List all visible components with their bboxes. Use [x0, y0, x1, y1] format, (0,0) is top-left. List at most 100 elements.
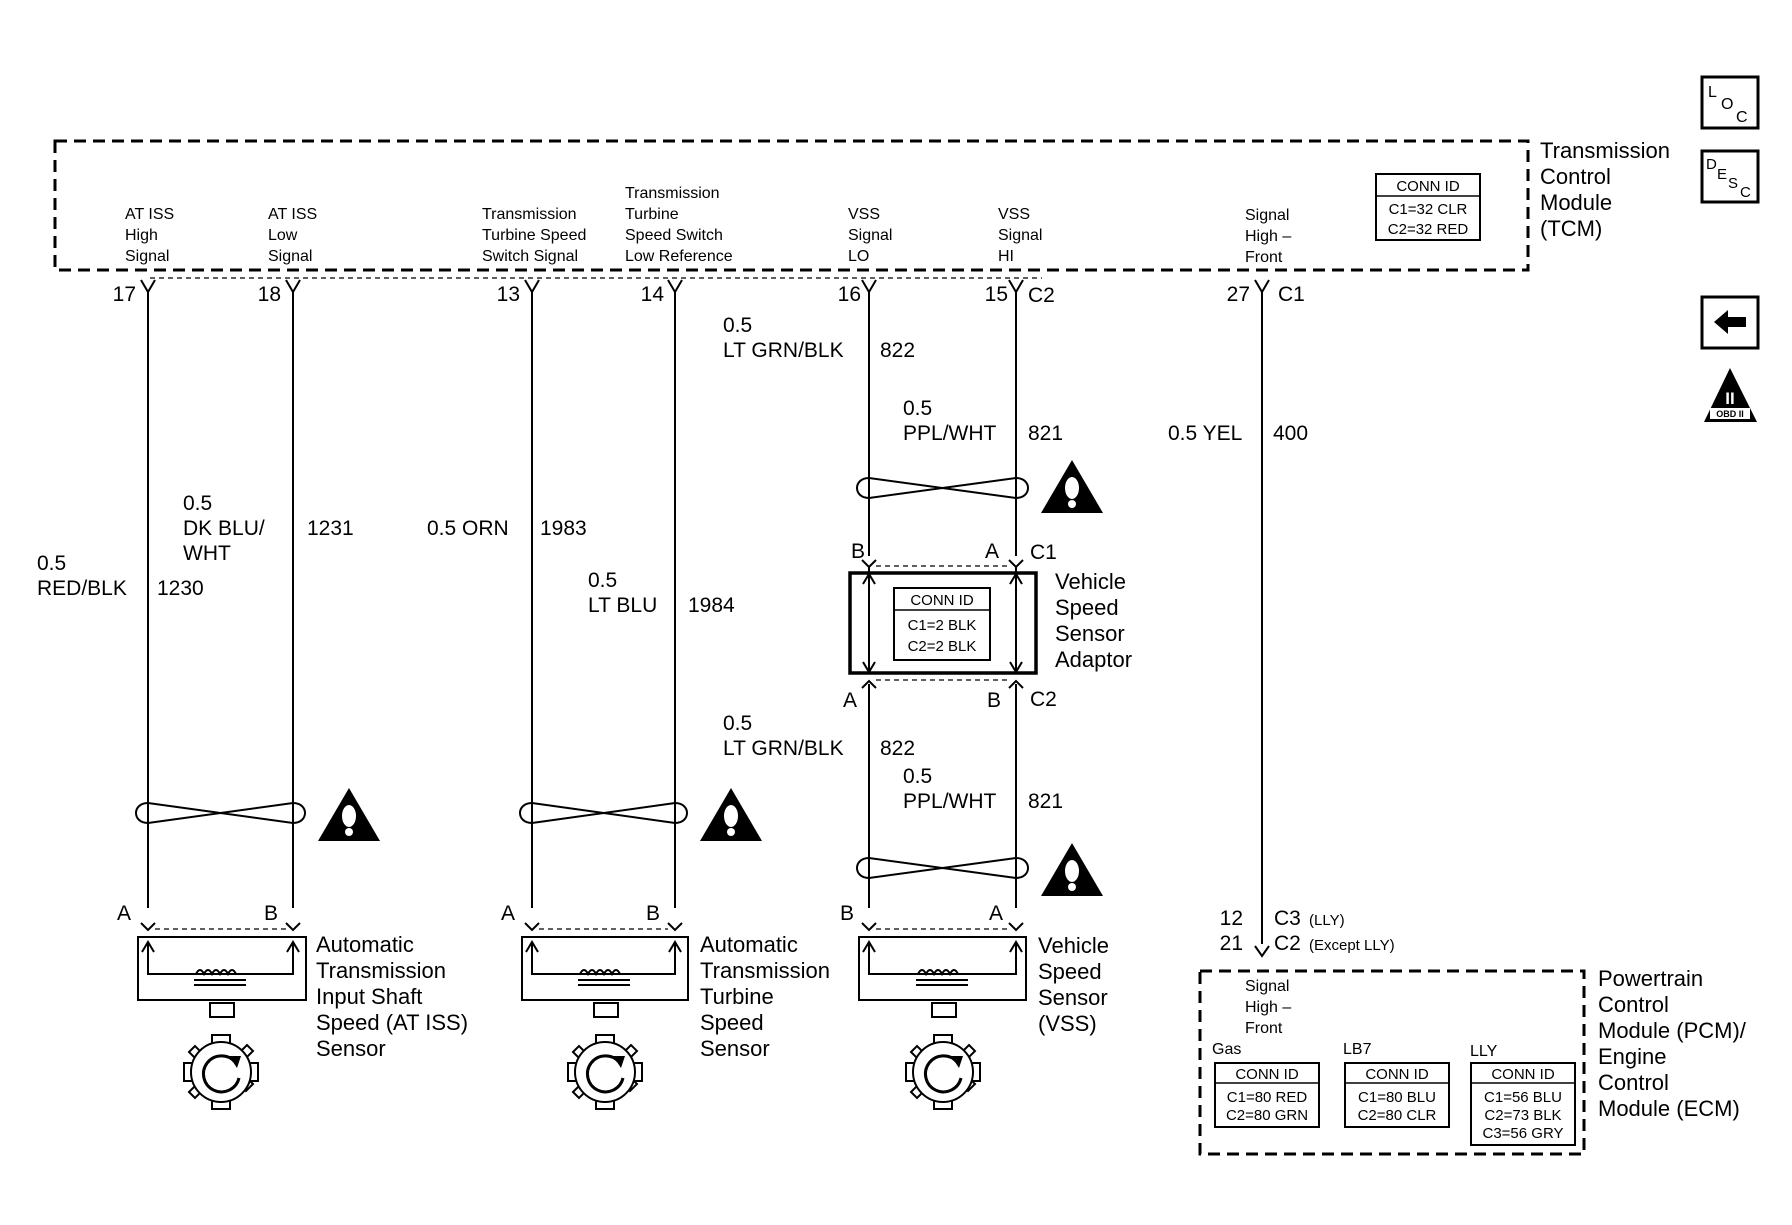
terminal-label: B [987, 689, 1001, 712]
twisted-pair [519, 801, 688, 825]
pin-number: 16 [838, 283, 861, 306]
title-line: Speed [1055, 595, 1119, 620]
wire-circuit: 822 [880, 737, 915, 760]
wire-gauge: 0.5 [183, 492, 212, 515]
icon-text: OBD II [1716, 409, 1744, 419]
connector-label: C1 [1030, 541, 1057, 564]
title-line: Automatic [700, 932, 798, 957]
tcm-title: Transmission Control Module (TCM) [1540, 138, 1670, 241]
wire-circuit: 821 [1028, 790, 1063, 813]
icon-letter: C [1740, 184, 1751, 201]
wire-color: LT GRN/BLK [723, 737, 844, 760]
conn-id-line: C2=80 GRN [1226, 1107, 1308, 1124]
signal-at-iss-high: AT ISS High Signal [125, 206, 174, 265]
wire-color: PPL/WHT [903, 422, 997, 445]
title-line: (VSS) [1038, 1011, 1097, 1036]
pin-terminal [1008, 279, 1024, 294]
signal-turbine-speed-switch: Transmission Turbine Speed Switch Signal [482, 206, 586, 265]
conn-id-label: LLY [1470, 1043, 1498, 1060]
conn-id-line: C1=56 BLU [1484, 1089, 1562, 1106]
vss-adaptor-conn-id: CONN ID C1=2 BLK C2=2 BLK [893, 587, 991, 661]
signal-label-line: Turbine Speed [482, 227, 586, 244]
pin-number: 14 [641, 283, 665, 306]
signal-label-line: AT ISS [268, 206, 317, 223]
wire-color: RED/BLK [37, 577, 127, 600]
tcm-signal-labels: AT ISS High Signal AT ISS Low Signal Tra… [125, 185, 1291, 266]
wire-color: LT BLU [588, 594, 657, 617]
pcm-conn-id-lb7: LB7 CONN ID C1=80 BLU C2=80 CLR [1343, 1041, 1450, 1128]
loc-icon[interactable]: L O C [1700, 75, 1760, 130]
conn-id-heading: CONN ID [1491, 1066, 1555, 1083]
terminal-label: B [264, 902, 278, 925]
pin-number: 13 [497, 283, 520, 306]
connector-note: (LLY) [1309, 912, 1345, 929]
connector-label: C2 [1030, 688, 1057, 711]
pin-terminal [285, 279, 301, 294]
tcm-conn-id-line: C2=32 RED [1388, 221, 1469, 238]
title-line: Module (ECM) [1598, 1096, 1740, 1121]
pcm-pins: 12 C3 (LLY) 21 C2 (Except LLY) [1220, 907, 1395, 955]
back-arrow-icon[interactable] [1700, 295, 1760, 350]
signal-high-front: Signal High – Front [1245, 207, 1291, 266]
twisted-pairs [135, 476, 1029, 880]
signal-label-line: Low Reference [625, 248, 733, 265]
rotation-gear-icon [183, 1034, 259, 1110]
title-line: Sensor [700, 1036, 770, 1061]
vss-adaptor-title: Vehicle Speed Sensor Adaptor [1055, 569, 1132, 672]
obd-ii-icon[interactable]: II OBD II [1704, 368, 1757, 422]
pcm-conn-id-gas: Gas CONN ID C1=80 RED C2=80 GRN [1212, 1041, 1320, 1128]
twisted-pair [856, 476, 1029, 500]
tcm-title-line: Module [1540, 190, 1612, 215]
twisted-pair [135, 801, 306, 825]
conn-id-line: C1=80 BLU [1358, 1089, 1436, 1106]
rotation-gear-icon [905, 1034, 981, 1110]
conn-id-line: C2=2 BLK [908, 638, 977, 655]
conn-id-heading: CONN ID [910, 592, 974, 609]
signal-vss-hi: VSS Signal HI [998, 206, 1042, 265]
wire-gauge: 0.5 [903, 765, 932, 788]
pin-number: 21 [1220, 932, 1243, 955]
pcm-boundary [1198, 969, 1586, 1156]
rotation-gear-icon [567, 1034, 643, 1110]
wire-labels: 0.5 RED/BLK 1230 0.5 DK BLU/ WHT 1231 0.… [37, 314, 1308, 813]
wire-color: 0.5 YEL [1168, 422, 1242, 445]
signal-label-line: Signal [125, 248, 169, 265]
pcm-module: 12 C3 (LLY) 21 C2 (Except LLY) Signal Hi… [1198, 907, 1747, 1156]
wire-gauge: 0.5 [903, 397, 932, 420]
terminal-label: A [501, 902, 515, 925]
signal-label-line: Signal [998, 227, 1042, 244]
signal-label-line: VSS [998, 206, 1030, 223]
title-line: Module (PCM)/ [1598, 1018, 1747, 1043]
signal-label-line: Low [268, 227, 298, 244]
title-line: Transmission [700, 958, 830, 983]
desc-icon[interactable]: D E S C [1700, 149, 1760, 204]
vss-adaptor: B A C1 CONN ID C1=2 BLK C2=2 BLK Vehicle… [843, 540, 1132, 712]
sensor-title: Automatic Transmission Turbine Speed Sen… [700, 932, 830, 1061]
wire-circuit: 821 [1028, 422, 1063, 445]
signal-label-line: VSS [848, 206, 880, 223]
signal-label-line: Switch Signal [482, 248, 578, 265]
icon-letter: S [1728, 175, 1738, 192]
pcm-conn-id-lly: LLY CONN ID C1=56 BLU C2=73 BLK C3=56 GR… [1470, 1043, 1576, 1146]
title-line: Control [1598, 1070, 1669, 1095]
icon-letter: D [1706, 156, 1717, 173]
warning-icons [318, 460, 1103, 896]
signal-at-iss-low: AT ISS Low Signal [268, 206, 317, 265]
wire-color: DK BLU/ [183, 517, 265, 540]
pin-terminal [1254, 945, 1270, 958]
icon-letter: C [1736, 109, 1748, 126]
wire-circuit: 400 [1273, 422, 1308, 445]
title-line: Adaptor [1055, 647, 1132, 672]
title-line: Powertrain [1598, 966, 1703, 991]
terminal-label: B [851, 540, 865, 563]
tcm-module: Transmission Control Module (TCM) CONN I… [53, 138, 1670, 307]
signal-label-line: Transmission [482, 206, 577, 223]
signal-label-line: Front [1245, 1020, 1283, 1037]
title-line: Transmission [316, 958, 446, 983]
title-line: Speed (AT ISS) [316, 1010, 468, 1035]
pin-number: 18 [258, 283, 281, 306]
warning-icon [1041, 843, 1103, 896]
sensor-title: Automatic Transmission Input Shaft Speed… [316, 932, 468, 1061]
title-line: Automatic [316, 932, 414, 957]
title-line: Sensor [316, 1036, 386, 1061]
